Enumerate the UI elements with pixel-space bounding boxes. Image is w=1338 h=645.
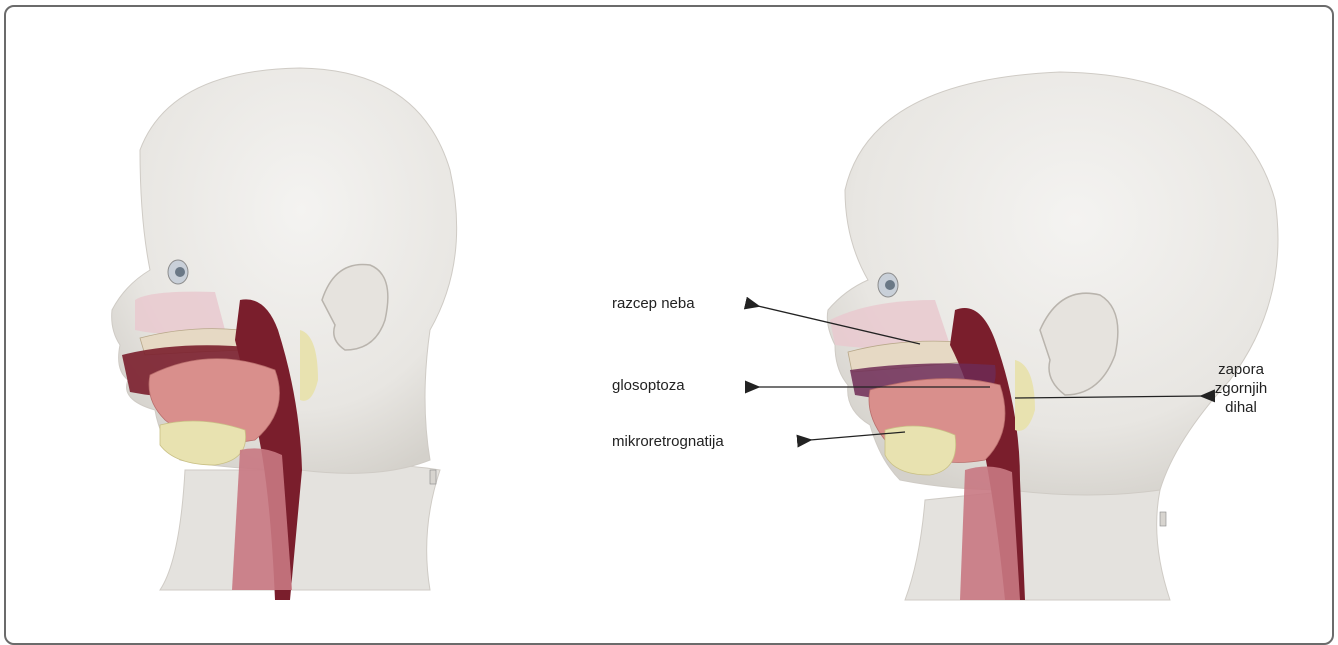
label-cleft-palate: razcep neba [612, 294, 695, 313]
label-glossoptosis: glosoptoza [612, 376, 685, 395]
right-trachea [960, 466, 1020, 600]
diagram-canvas [0, 0, 1338, 630]
label-airway-line2: zgornjih [1206, 379, 1276, 398]
label-airway-line3: dihal [1206, 398, 1276, 417]
left-trachea [232, 448, 292, 590]
left-head-illustration [112, 68, 457, 600]
left-nose-overlay [135, 292, 225, 334]
right-neck [905, 485, 1170, 600]
right-head-illustration [827, 72, 1278, 600]
left-jaw [160, 421, 246, 465]
label-airway-line1: zapora [1206, 360, 1276, 379]
label-airway-obstruction: zapora zgornjih dihal [1206, 360, 1276, 417]
label-micrognathia: mikroretrognatija [612, 432, 724, 451]
